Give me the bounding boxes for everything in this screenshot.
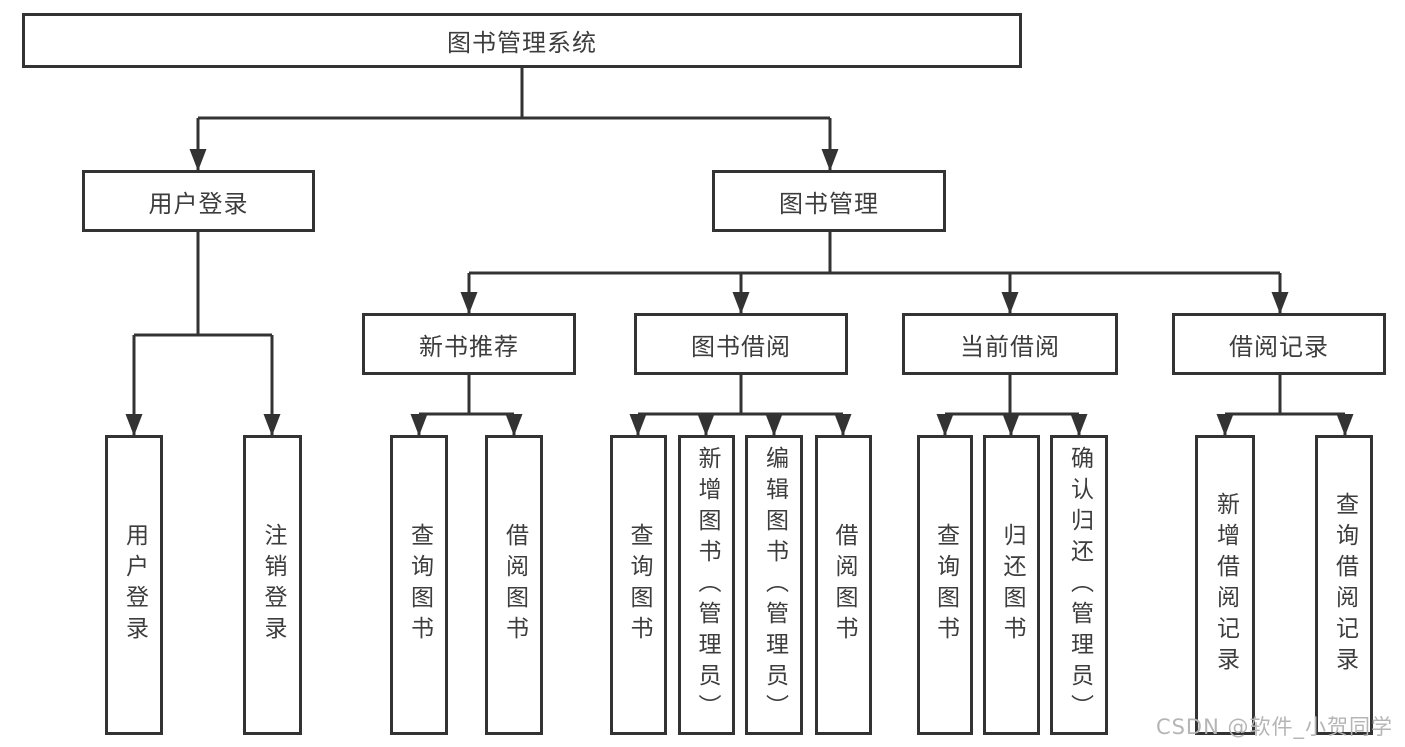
leaf-add-book-admin: 新增图书（管理员） <box>678 435 735 735</box>
node-label: 当前借阅 <box>960 332 1060 361</box>
leaf-return-book: 归还图书 <box>983 435 1040 735</box>
connectors <box>125 68 1354 436</box>
node-user-login: 用户登录 <box>82 170 315 232</box>
node-label: 图书借阅 <box>691 332 791 361</box>
node-label: 查询图书 <box>406 523 433 647</box>
leaf-query-books-recommend: 查询图书 <box>390 435 448 735</box>
leaf-borrow-books-recommend: 借阅图书 <box>485 435 543 735</box>
leaf-confirm-return-admin: 确认归还（管理员） <box>1050 435 1108 735</box>
node-label: 借阅记录 <box>1229 332 1329 361</box>
node-label: 借阅图书 <box>831 523 857 647</box>
leaf-borrow-books-borrowing: 借阅图书 <box>815 435 872 735</box>
node-label: 新书推荐 <box>419 332 519 361</box>
node-label: 用户登录 <box>148 189 249 218</box>
node-current-borrowing: 当前借阅 <box>902 313 1118 375</box>
leaf-edit-book-admin: 编辑图书（管理员） <box>745 435 803 735</box>
leaf-query-books-current: 查询图书 <box>917 435 973 735</box>
node-book-borrowing: 图书借阅 <box>634 313 848 375</box>
node-label: 查询图书 <box>626 523 652 647</box>
node-label: 编辑图书（管理员） <box>761 445 788 725</box>
node-label: 图书管理 <box>779 189 879 218</box>
node-book-management: 图书管理 <box>712 170 946 232</box>
node-label: 查询图书 <box>932 523 959 647</box>
leaf-logout: 注销登录 <box>243 435 302 735</box>
leaf-user-login: 用户登录 <box>105 435 163 735</box>
leaf-add-borrowing-record: 新增借阅记录 <box>1195 435 1255 735</box>
node-label: 借阅图书 <box>501 523 528 647</box>
node-label: 确认归还（管理员） <box>1066 445 1093 725</box>
node-label: 图书管理系统 <box>447 29 597 57</box>
node-borrowing-records: 借阅记录 <box>1172 313 1386 375</box>
node-label: 新增图书（管理员） <box>694 445 720 725</box>
node-label: 归还图书 <box>999 523 1025 647</box>
node-label: 查询借阅记录 <box>1331 492 1358 678</box>
node-label: 注销登录 <box>260 523 286 647</box>
leaf-query-books-borrowing: 查询图书 <box>610 435 667 735</box>
watermark-text: CSDN @软件_小贺同学 <box>1155 715 1393 739</box>
node-new-book-recommendation: 新书推荐 <box>362 313 576 375</box>
node-label: 新增借阅记录 <box>1212 492 1239 678</box>
leaf-query-borrowing-record: 查询借阅记录 <box>1315 435 1373 735</box>
node-label: 用户登录 <box>121 523 148 647</box>
node-library-management-system: 图书管理系统 <box>22 13 1022 68</box>
